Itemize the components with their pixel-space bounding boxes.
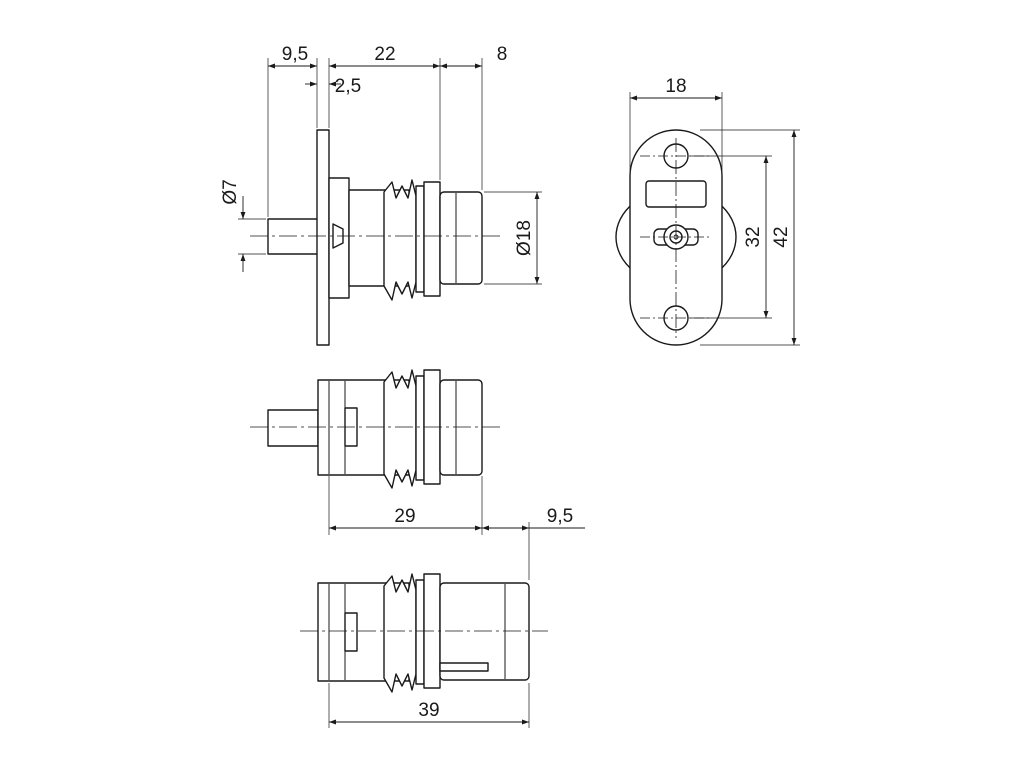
label-8: 8: [497, 44, 508, 65]
label-18: 18: [665, 76, 686, 97]
label-42: 42: [771, 226, 792, 247]
middle-view-dimensions: 29 9,5: [328, 476, 585, 580]
label-32: 32: [743, 226, 764, 247]
label-9-5-top: 9,5: [282, 44, 308, 65]
cylinder: [439, 191, 483, 285]
cylinder-middle: [439, 379, 483, 476]
side-view-retracted: [250, 369, 500, 489]
label-2-5: 2,5: [335, 76, 361, 97]
front-flange-view: [615, 129, 737, 346]
spring-fingers-bottom: [383, 573, 417, 693]
cylinder-bottom: [439, 582, 530, 681]
flange-plate: [316, 129, 330, 346]
latch-bolt: [439, 662, 489, 672]
spring-fingers-middle: [383, 369, 417, 489]
neck-ring: [415, 185, 425, 293]
bottom-view-dimensions: 39: [328, 683, 530, 728]
front-view-dimensions: 18 32 42: [629, 76, 800, 346]
neck-flange: [423, 181, 441, 297]
side-view-extended: [300, 573, 548, 693]
spring-fingers: [383, 179, 417, 301]
label-diameter-7: Ø7: [220, 179, 241, 204]
label-9-5-bottom: 9,5: [547, 506, 573, 527]
shaft-middle: [267, 409, 319, 447]
label-29: 29: [394, 506, 415, 527]
side-view-with-flange: [250, 129, 500, 346]
slot-bottom: [344, 612, 358, 652]
label-39: 39: [418, 700, 439, 721]
shaft: [267, 218, 319, 255]
label-22: 22: [374, 44, 395, 65]
label-diameter-18: Ø18: [514, 220, 535, 256]
top-view-dimensions: 9,5 22 8 2,5 Ø7 Ø18: [220, 44, 542, 285]
